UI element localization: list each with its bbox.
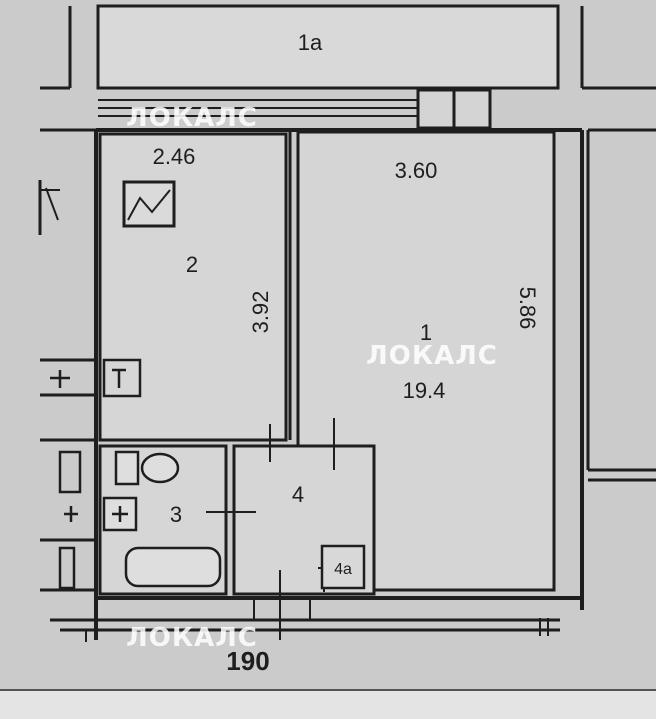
room-4a-outline bbox=[320, 544, 366, 590]
watermark-center: ЛОКАЛС bbox=[366, 341, 498, 371]
room-2-length-dimension: 3.92 bbox=[248, 291, 273, 334]
left-window bbox=[40, 187, 60, 221]
room-1-width-dimension: 3.60 bbox=[395, 158, 438, 183]
room-2-number: 2 bbox=[186, 252, 198, 277]
room-1-area: 19.4 bbox=[403, 378, 446, 403]
watermark-top-left: ЛОКАЛС bbox=[126, 103, 258, 133]
ventilation-shaft bbox=[122, 180, 176, 228]
room-2-area: 2.46 bbox=[153, 144, 196, 169]
bottom-edge bbox=[0, 690, 656, 719]
room-1-number: 1 bbox=[420, 320, 432, 345]
room-1a-outline bbox=[96, 4, 560, 90]
sink-cabinet bbox=[50, 358, 142, 398]
watermark-bottom-left: ЛОКАЛС bbox=[126, 623, 258, 653]
bathroom-fixtures bbox=[58, 450, 222, 590]
toilet-tank bbox=[114, 450, 140, 486]
bathtub bbox=[124, 546, 222, 588]
room-1a-number: 1а bbox=[298, 30, 323, 55]
room-2-outline bbox=[98, 132, 288, 442]
toilet-bowl bbox=[140, 452, 180, 484]
plan-number: 190 bbox=[226, 646, 269, 676]
room-1-length-dimension: 5.86 bbox=[515, 287, 540, 330]
room-3-number: 3 bbox=[170, 502, 182, 527]
room-4a-number: 4а bbox=[334, 561, 352, 578]
room-4-number: 4 bbox=[292, 482, 304, 507]
